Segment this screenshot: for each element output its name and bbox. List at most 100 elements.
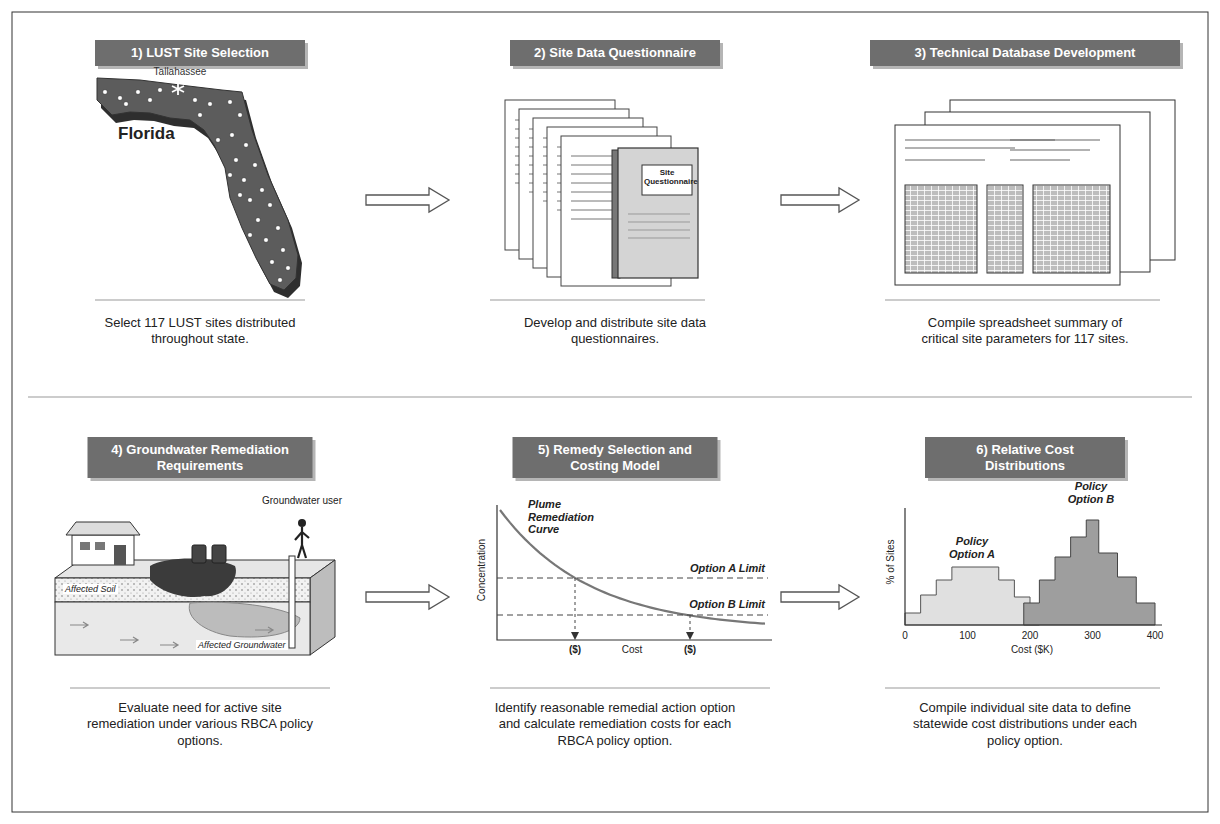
- spreadsheet-page: [895, 125, 1120, 285]
- capital-star: [172, 83, 184, 95]
- house-roof: [66, 522, 140, 535]
- aquifer-layer: [55, 602, 310, 655]
- illustration-label: % of Sites: [885, 539, 897, 584]
- separator-line: [885, 687, 1160, 689]
- limit-line: [497, 578, 768, 579]
- binder: [618, 148, 698, 278]
- process-arrow: [781, 188, 859, 212]
- person-head: [298, 519, 306, 527]
- illustration-label: Policy Option A: [942, 535, 1002, 560]
- house-wall: [72, 535, 134, 565]
- step-panel: 5) Remedy Selection and Costing ModelIde…: [455, 437, 775, 757]
- illustration-label: 300: [1084, 630, 1101, 642]
- cost-arrowhead: [686, 632, 694, 640]
- site-dot: [253, 163, 258, 168]
- data-grid: [1033, 185, 1110, 273]
- house-window: [95, 542, 105, 550]
- step-header: 3) Technical Database Development: [870, 40, 1180, 66]
- site-dot: [244, 143, 249, 148]
- groundwater-plume: [189, 602, 300, 637]
- site-dot: [286, 266, 291, 271]
- separator-line: [70, 687, 330, 689]
- separator-line: [490, 687, 770, 689]
- ground-side: [310, 560, 335, 655]
- step-header: 1) LUST Site Selection: [95, 40, 305, 66]
- site-dot: [238, 193, 243, 198]
- site-dot: [103, 90, 108, 95]
- flow-arrow: [255, 627, 273, 633]
- histogram-b: [1024, 520, 1155, 625]
- illustration-label: Cost: [622, 644, 643, 656]
- house-door: [114, 545, 126, 565]
- illustration-label: 400: [1147, 630, 1164, 642]
- step-panel: 4) Groundwater Remediation RequirementsE…: [40, 437, 360, 757]
- illustration-label: 100: [959, 630, 976, 642]
- binder-label: [642, 165, 692, 195]
- flow-arrow: [120, 637, 138, 643]
- site-dot: [216, 138, 221, 143]
- process-arrow: [366, 585, 449, 609]
- step-panel: 2) Site Data QuestionnaireDevelop and di…: [455, 40, 775, 360]
- site-dot: [148, 98, 153, 103]
- binder-line: [628, 238, 690, 239]
- separator-line: [490, 299, 705, 301]
- step-caption: Select 117 LUST sites distributed throug…: [93, 315, 308, 348]
- binder-line: [628, 214, 690, 215]
- step-panel: 3) Technical Database DevelopmentCompile…: [865, 40, 1185, 360]
- process-arrow: [781, 585, 859, 609]
- process-arrow: [366, 188, 449, 212]
- illustration-label: Groundwater user: [262, 495, 342, 507]
- step-panel: 6) Relative Cost DistributionsCompile in…: [865, 437, 1185, 757]
- data-grid: [987, 185, 1023, 273]
- illustration-label: Affected Soil: [63, 584, 118, 594]
- illustration-label: Policy Option B: [1061, 480, 1121, 505]
- site-dot: [118, 96, 123, 101]
- soil-plume: [150, 559, 236, 598]
- illustration-label: ($): [684, 644, 696, 656]
- illustration-label: 200: [1022, 630, 1039, 642]
- site-dot: [270, 260, 275, 265]
- site-dot: [136, 90, 141, 95]
- illustration-label: Site Questionnaire: [644, 168, 690, 186]
- site-dot: [238, 113, 243, 118]
- step-caption: Develop and distribute site data questio…: [505, 315, 725, 348]
- site-dot: [264, 238, 269, 243]
- fuel-tank: [192, 545, 206, 563]
- illustration-label: Florida: [118, 124, 175, 144]
- header-line: [905, 147, 1015, 148]
- limit-line: [497, 615, 768, 616]
- header-line: [905, 159, 985, 160]
- site-dot: [260, 188, 265, 193]
- data-grid: [905, 185, 977, 273]
- header-line: [1010, 159, 1070, 160]
- site-dot: [198, 113, 203, 118]
- illustration-label: Cost ($K): [1011, 644, 1053, 656]
- cost-drop-line: [575, 578, 576, 636]
- step-caption: Evaluate need for active site remediatio…: [85, 700, 315, 749]
- step-header: 5) Remedy Selection and Costing Model: [513, 437, 718, 478]
- header-line: [1010, 139, 1100, 140]
- frame: [12, 12, 1208, 812]
- site-dot: [158, 88, 163, 93]
- site-dot: [278, 278, 283, 283]
- illustration-label: Concentration: [476, 539, 488, 601]
- illustration-label: Plume Remediation Curve: [528, 498, 606, 536]
- house-window: [80, 542, 90, 550]
- illustration-label: ($): [569, 644, 581, 656]
- site-dot: [234, 158, 239, 163]
- illustration-label: Affected Groundwater: [196, 640, 288, 650]
- separator-line: [885, 299, 1160, 301]
- site-dot: [193, 98, 198, 103]
- person-body: [295, 527, 309, 558]
- illustration-label: Option A Limit: [690, 562, 765, 575]
- site-dot: [228, 100, 233, 105]
- step-header: 6) Relative Cost Distributions: [925, 437, 1125, 478]
- binder-line: [628, 230, 690, 231]
- florida-map: [97, 78, 298, 290]
- step-header: 2) Site Data Questionnaire: [510, 40, 720, 66]
- site-dot: [281, 248, 286, 253]
- site-dot: [268, 203, 273, 208]
- step-caption: Compile spreadsheet summary of critical …: [915, 315, 1135, 348]
- illustration-label: Tallahassee: [154, 66, 207, 78]
- header-line: [1010, 149, 1090, 150]
